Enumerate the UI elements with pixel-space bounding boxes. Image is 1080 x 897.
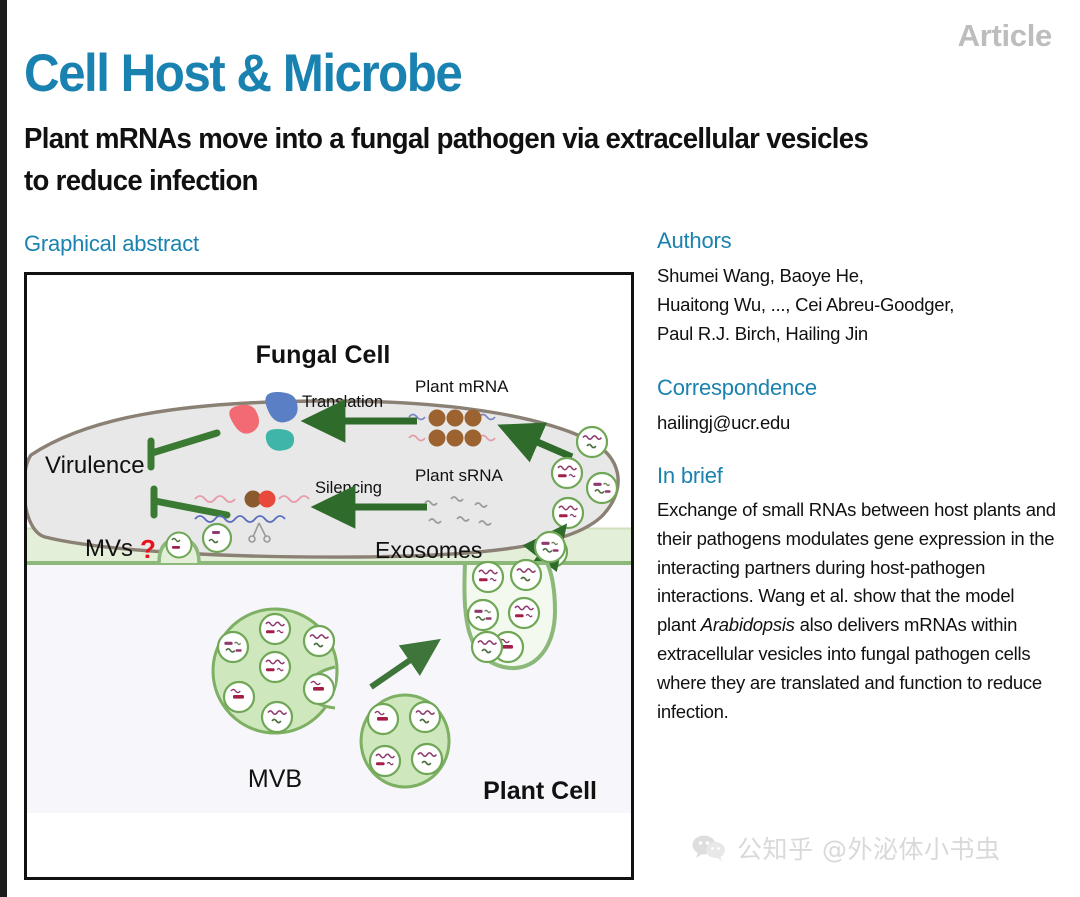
in-brief-part-2: also delivers mRNAs within extracellular…	[657, 614, 1042, 722]
correspondence-email[interactable]: hailingj@ucr.edu	[657, 411, 791, 433]
page-title: Plant mRNAs move into a fungal pathogen …	[24, 123, 869, 198]
label-plant-srna: Plant sRNA	[415, 466, 504, 485]
authors-list: Shumei Wang, Baoye He, Huaitong Wu, ...,…	[657, 261, 1057, 349]
released-exosome	[533, 530, 567, 564]
fusing-mvb	[462, 558, 558, 671]
mvb-secondary	[359, 693, 451, 789]
in-brief-italic-term: Arabidopsis	[700, 614, 795, 636]
free-mv-vesicle	[201, 522, 233, 554]
correspondence-heading: Correspondence	[657, 374, 817, 400]
label-mvb: MVB	[248, 765, 302, 793]
in-brief-heading: In brief	[657, 462, 723, 488]
watermark: 公知乎 @外泌体小书虫	[692, 830, 1000, 866]
journal-title: Cell Host & Microbe	[24, 44, 463, 103]
right-column: Authors Shumei Wang, Baoye He, Huaitong …	[657, 228, 1057, 727]
plant-srna-squiggles	[424, 496, 492, 526]
correspondence-block: Correspondence hailingj@ucr.edu	[657, 375, 1057, 437]
label-plant-cell: Plant Cell	[483, 777, 597, 805]
in-brief-block: In brief Exchange of small RNAs between …	[657, 463, 1057, 727]
left-spine-bar	[0, 0, 7, 897]
authors-line-2: Huaitong Wu, ..., Cei Abreu-Goodger,	[657, 294, 955, 316]
article-type-label: Article	[957, 18, 1053, 53]
label-mvs: MVs	[85, 535, 133, 562]
wechat-icon	[692, 835, 725, 861]
in-brief-text: Exchange of small RNAs between host plan…	[657, 496, 1057, 727]
graphical-abstract-heading: Graphical abstract	[24, 231, 199, 256]
arrow-vesicle-to-mrna	[497, 422, 574, 463]
authors-block: Authors Shumei Wang, Baoye He, Huaitong …	[657, 228, 1057, 349]
label-plant-mrna: Plant mRNA	[415, 377, 509, 396]
arrow-mvb-trafficking	[369, 638, 441, 690]
label-virulence: Virulence	[45, 452, 145, 479]
label-translation: Translation	[302, 393, 383, 411]
label-mvs-question: ?	[140, 534, 156, 564]
mv-membrane-bud	[157, 531, 201, 564]
authors-heading: Authors	[657, 228, 732, 253]
ago-silencing-complex	[194, 490, 310, 543]
label-silencing: Silencing	[315, 479, 382, 497]
graphical-abstract-figure: Fungal Cell Virulence Translation	[27, 275, 631, 877]
authors-line-3: Paul R.J. Birch, Hailing Jin	[657, 323, 868, 345]
inhibition-arrow-translation	[147, 429, 221, 471]
watermark-text: 公知乎 @外泌体小书虫	[737, 835, 1001, 864]
in-brief-part-1: Exchange of small RNAs between host plan…	[657, 498, 1056, 636]
label-exosomes: Exosomes	[375, 537, 482, 563]
authors-line-1: Shumei Wang, Baoye He,	[657, 265, 864, 286]
label-fungal-cell: Fungal Cell	[256, 341, 391, 369]
inhibition-arrow-silencing	[150, 485, 231, 519]
plant-mrna-ribosomes	[408, 409, 496, 447]
protein-shapes	[229, 392, 298, 451]
graphical-abstract-panel: Fungal Cell Virulence Translation	[24, 272, 634, 880]
mvb-main	[211, 607, 339, 735]
